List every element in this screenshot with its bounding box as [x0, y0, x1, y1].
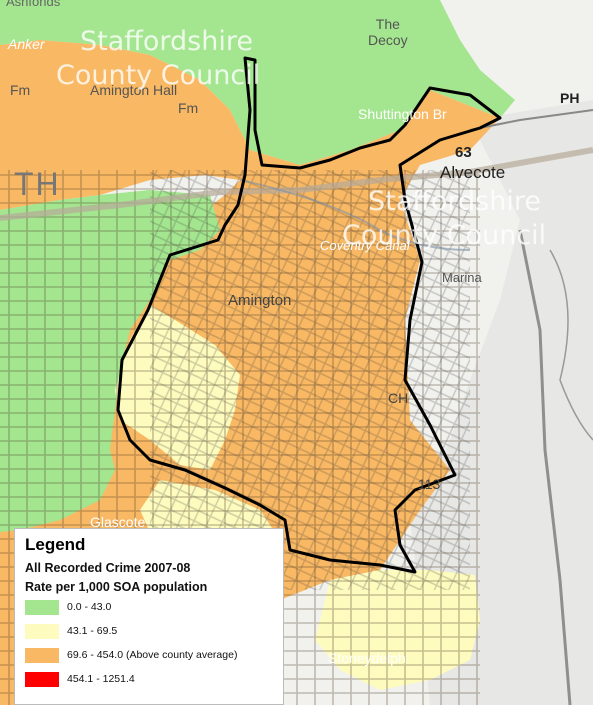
place-amington-hall: Amington Hall — [90, 82, 178, 98]
place-marina: Marina — [442, 270, 482, 285]
legend-item-very-high: 454.1 - 1251.4 — [25, 668, 275, 690]
place-coventry-canal: Coventry Canal — [320, 238, 410, 253]
road-east — [469, 109, 593, 131]
road-main — [0, 147, 593, 221]
railway — [518, 229, 572, 705]
legend-label-medium: 43.1 - 69.5 — [67, 625, 118, 637]
soa-boundary[interactable] — [116, 56, 502, 574]
legend-swatch-high — [25, 648, 59, 663]
legend-swatch-medium — [25, 624, 59, 639]
legend-subtitle: All Recorded Crime 2007-08 — [25, 561, 191, 575]
place-anker: Anker — [8, 36, 45, 52]
region-green-north — [0, 0, 515, 165]
place-fm-hall: Fm — [178, 100, 199, 116]
legend-item-low: 0.0 - 43.0 — [25, 596, 275, 618]
place-glascote: Glascote — [90, 514, 146, 530]
legend-label-very-high: 454.1 - 1251.4 — [67, 673, 135, 685]
legend-label-low: 0.0 - 43.0 — [67, 601, 112, 613]
legend-swatch-low — [25, 600, 59, 615]
legend-title: Legend — [25, 535, 86, 554]
place-ch: CH — [388, 390, 409, 406]
place-ph: PH — [560, 90, 580, 106]
legend-item-high: 69.6 - 454.0 (Above county average) — [25, 644, 275, 666]
place-fm-left: Fm — [10, 82, 31, 98]
legend-rate-label: Rate per 1,000 SOA population — [25, 580, 208, 594]
road-number-113: 113 — [418, 476, 441, 492]
canal — [239, 179, 471, 251]
map-legend: Legend All Recorded Crime 2007-08 Rate p… — [14, 528, 284, 705]
place-amington: Amington — [228, 292, 292, 309]
place-decoy: The Decoy — [368, 16, 408, 48]
road-number-63: 63 — [455, 144, 472, 161]
place-th: TH — [14, 166, 61, 202]
watermark-1-line2: County Council — [56, 60, 261, 91]
place-alvecote: Alvecote — [440, 163, 506, 182]
watermark-2-line2: County Council — [342, 220, 547, 251]
watermark-1-line1: Staffordshire — [80, 26, 253, 57]
legend-label-high: 69.6 - 454.0 (Above county average) — [67, 649, 238, 661]
place-stoneydelph: Stoneydelph — [328, 650, 406, 666]
place-ashfords: Ashfonds — [6, 0, 61, 9]
watermark-2-line1: Staffordshire — [368, 186, 541, 217]
place-shuttington-br: Shuttington Br — [358, 106, 447, 122]
legend-item-medium: 43.1 - 69.5 — [25, 620, 275, 642]
river-east — [549, 249, 593, 441]
legend-swatch-very-high — [25, 672, 59, 687]
